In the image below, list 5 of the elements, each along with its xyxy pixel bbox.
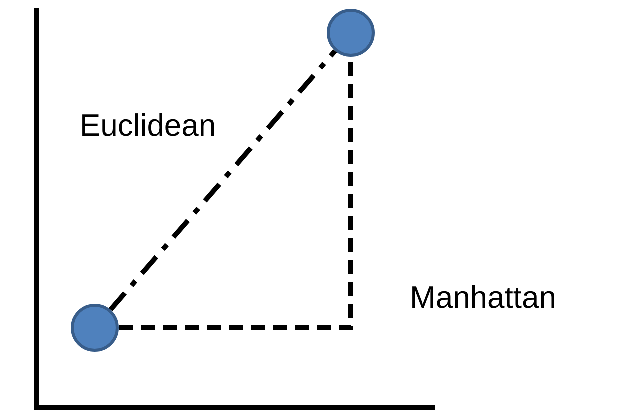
point-circle [327,9,375,57]
dashed-line [108,49,338,312]
point-circle [71,304,119,352]
edge-label: Manhattan [410,282,556,313]
edge-label: Euclidean [80,110,216,141]
